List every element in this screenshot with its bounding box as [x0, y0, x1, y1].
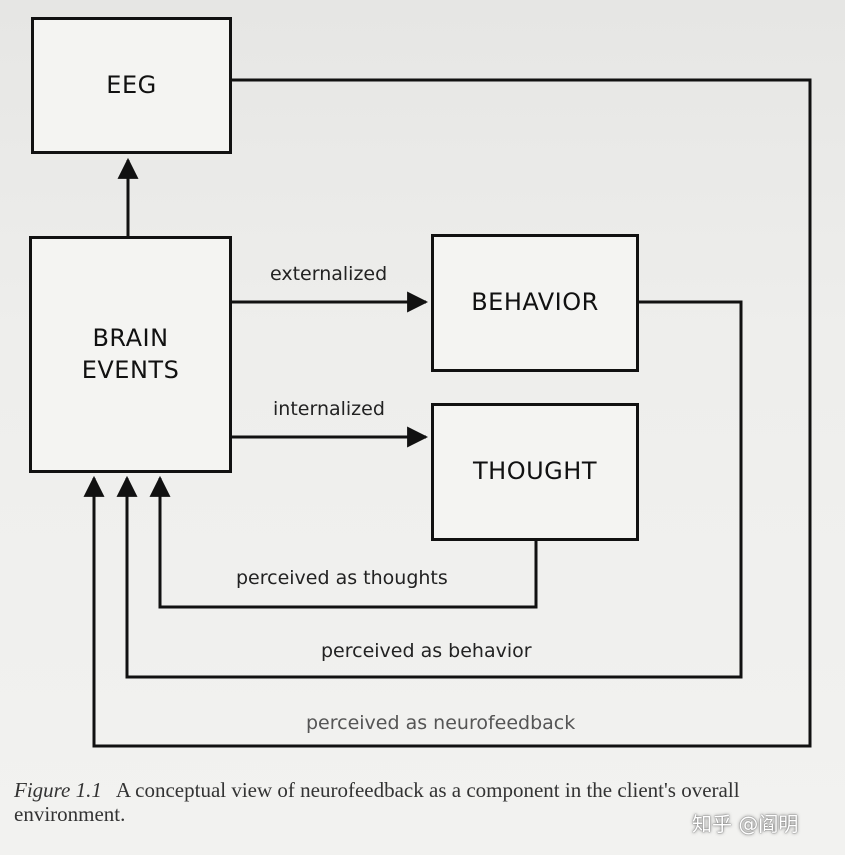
internalized-label: internalized — [273, 398, 385, 420]
behavior-label: BEHAVIOR — [471, 288, 599, 317]
eeg-box: EEG — [31, 17, 232, 154]
arrow-perceived-behavior — [116, 300, 743, 679]
behavior-box: BEHAVIOR — [431, 234, 639, 372]
perceived-behavior-label: perceived as behavior — [321, 640, 532, 662]
externalized-label: externalized — [270, 263, 388, 285]
perceived-neurofeedback-label: perceived as neurofeedback — [306, 712, 576, 734]
brain-events-box: BRAIN EVENTS — [29, 236, 232, 473]
figure-number: Figure 1.1 — [14, 778, 102, 802]
arrow-perceived-thoughts — [149, 475, 538, 609]
thought-label: THOUGHT — [473, 457, 597, 486]
perceived-thoughts-label: perceived as thoughts — [236, 567, 448, 589]
caption-text: A conceptual view of neurofeedback as a … — [14, 778, 740, 826]
arrow-perceived-neurofeedback — [83, 78, 812, 748]
thought-box: THOUGHT — [431, 403, 639, 541]
eeg-label: EEG — [106, 71, 157, 99]
brain-events-label: BRAIN EVENTS — [81, 324, 180, 384]
watermark: 知乎 @阎明 — [692, 812, 799, 836]
